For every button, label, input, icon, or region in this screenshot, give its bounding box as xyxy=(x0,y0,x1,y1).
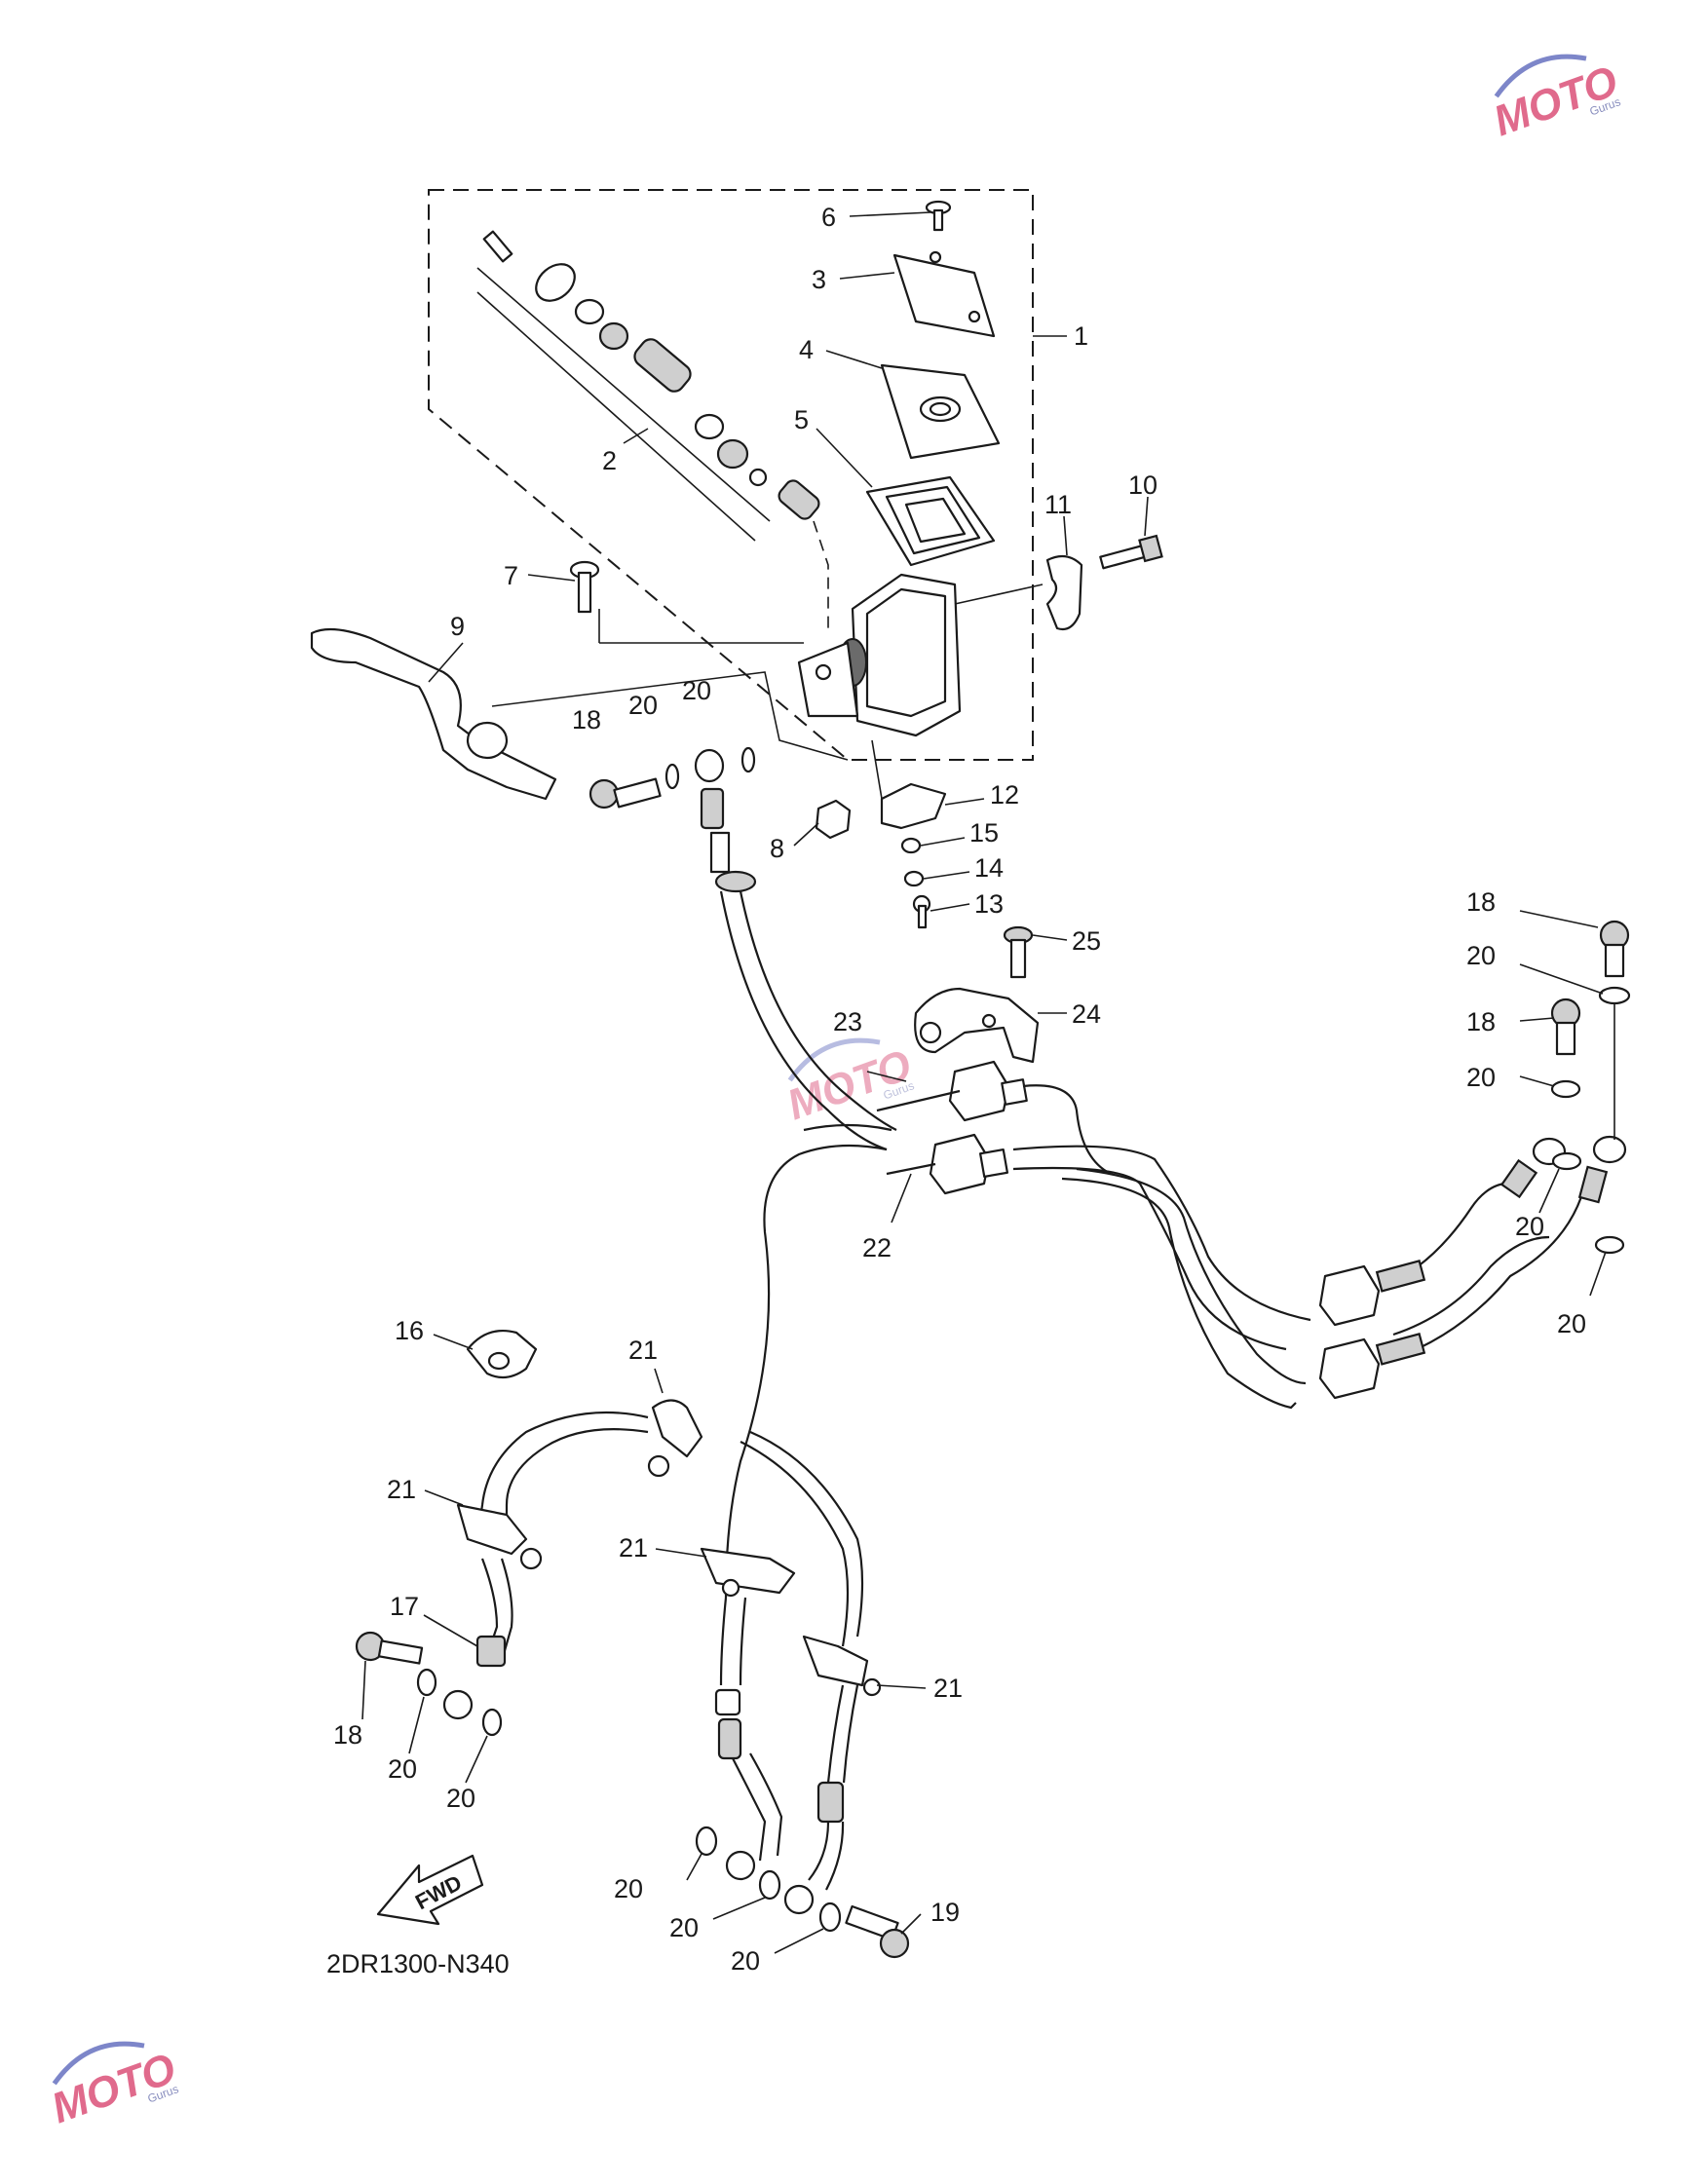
callout-20: 20 xyxy=(1557,1309,1586,1338)
holder-bolt xyxy=(1099,534,1163,570)
callout-23: 23 xyxy=(833,1007,862,1036)
callout-1: 1 xyxy=(1074,321,1088,351)
hose-guide-21-left xyxy=(456,1503,543,1570)
cap-screw xyxy=(925,200,952,232)
callout-20: 20 xyxy=(388,1754,417,1784)
callout-20: 20 xyxy=(682,676,711,705)
callout-10: 10 xyxy=(1128,471,1158,500)
callout-25: 25 xyxy=(1072,926,1101,956)
callout-20: 20 xyxy=(1466,941,1496,970)
callout-leaders xyxy=(361,211,1607,1954)
callout-14: 14 xyxy=(974,853,1004,883)
brake-switch xyxy=(871,739,947,830)
washer-lower-3 xyxy=(818,1902,842,1933)
callout-20: 20 xyxy=(1515,1212,1544,1241)
washer-ll-2 xyxy=(481,1708,503,1737)
lower-hoses xyxy=(714,1597,859,1891)
callout-21: 21 xyxy=(933,1674,963,1703)
union-bolt-19 xyxy=(845,1904,910,1959)
fwd-arrow: FWD xyxy=(376,1854,484,1926)
callout-5: 5 xyxy=(794,405,809,434)
joint-lower xyxy=(724,1123,1009,1599)
callout-11: 11 xyxy=(1044,490,1072,519)
brake-hose-17 xyxy=(475,1558,513,1668)
callout-21: 21 xyxy=(619,1533,648,1563)
nut xyxy=(815,799,852,840)
callout-18: 18 xyxy=(572,705,601,734)
callout-18: 18 xyxy=(333,1720,362,1750)
brake-hose-left xyxy=(475,1411,649,1540)
hose-guide-21-top xyxy=(647,1399,703,1478)
watermark-bottom-left: MOTO Gurus xyxy=(46,2041,182,2132)
callout-18: 18 xyxy=(1466,1007,1496,1036)
washer-right-1 xyxy=(1598,986,1631,1005)
diagram-code: 2DR1300-N340 xyxy=(326,1949,510,1978)
holder-clamp xyxy=(1045,554,1083,631)
callout-13: 13 xyxy=(974,889,1004,919)
callout-12: 12 xyxy=(990,780,1019,810)
lever-pivot-bolt xyxy=(569,560,600,614)
callout-21: 21 xyxy=(387,1475,416,1504)
union-bolt-right-1 xyxy=(1599,920,1630,978)
callout-labels: 6 3 1 4 5 2 7 9 11 10 18 20 20 12 15 14 … xyxy=(333,203,1586,1976)
union-bolt-lower-left xyxy=(355,1631,424,1665)
callout-20: 20 xyxy=(731,1946,760,1976)
callout-8: 8 xyxy=(770,834,784,863)
callout-18: 18 xyxy=(1466,887,1496,917)
washer-right-2 xyxy=(1550,1079,1581,1099)
callout-2: 2 xyxy=(602,446,617,475)
callout-16: 16 xyxy=(395,1316,424,1345)
banjo-right xyxy=(1499,1135,1627,1204)
brake-hose-upper xyxy=(694,748,897,1151)
callout-20: 20 xyxy=(614,1874,643,1903)
washer-ll-1 xyxy=(416,1668,437,1697)
callout-7: 7 xyxy=(504,561,518,590)
callout-9: 9 xyxy=(450,612,465,641)
watermark-top-right: MOTO Gurus xyxy=(1488,54,1624,145)
banjo-lower-1 xyxy=(725,1850,756,1881)
union-bolt xyxy=(588,777,662,810)
fitting-right-lower xyxy=(1318,1333,1426,1400)
piston-kit xyxy=(476,230,829,633)
callout-20: 20 xyxy=(446,1784,475,1813)
callout-4: 4 xyxy=(799,335,814,364)
callout-19: 19 xyxy=(930,1898,960,1927)
diaphragm xyxy=(865,475,996,567)
callout-20: 20 xyxy=(669,1913,699,1942)
hose-guide-21-center xyxy=(700,1547,796,1598)
assembly-boundary xyxy=(428,189,1034,761)
banjo-lower-2 xyxy=(783,1884,815,1915)
callout-24: 24 xyxy=(1072,999,1101,1029)
callout-20: 20 xyxy=(1466,1063,1496,1092)
washer-14 xyxy=(903,870,925,887)
washer-lower-2 xyxy=(758,1869,781,1901)
reservoir-cap xyxy=(892,253,996,338)
callout-6: 6 xyxy=(821,203,836,232)
brake-hoses-right xyxy=(1012,1084,1590,1410)
union-bolt-right-2 xyxy=(1550,998,1581,1056)
washer-15 xyxy=(900,837,922,854)
washer-right-3 xyxy=(1551,1151,1582,1171)
washer-right-4 xyxy=(1594,1235,1625,1255)
banjo-ll xyxy=(442,1689,474,1720)
joint-upper xyxy=(876,1060,1028,1122)
callout-15: 15 xyxy=(969,818,999,847)
callout-3: 3 xyxy=(812,265,826,294)
bolt-25 xyxy=(1003,925,1034,979)
bracket-24 xyxy=(914,987,1040,1064)
screw-13 xyxy=(912,894,931,929)
callout-20: 20 xyxy=(628,691,658,720)
fitting-right-upper xyxy=(1318,1260,1426,1327)
brake-lever xyxy=(310,627,557,801)
hose-guide-21-right xyxy=(802,1635,882,1697)
washer-lower-1 xyxy=(695,1826,718,1857)
callout-17: 17 xyxy=(390,1592,419,1621)
callout-22: 22 xyxy=(862,1233,892,1262)
master-cylinder-body xyxy=(797,573,1044,737)
callout-21: 21 xyxy=(628,1336,658,1365)
